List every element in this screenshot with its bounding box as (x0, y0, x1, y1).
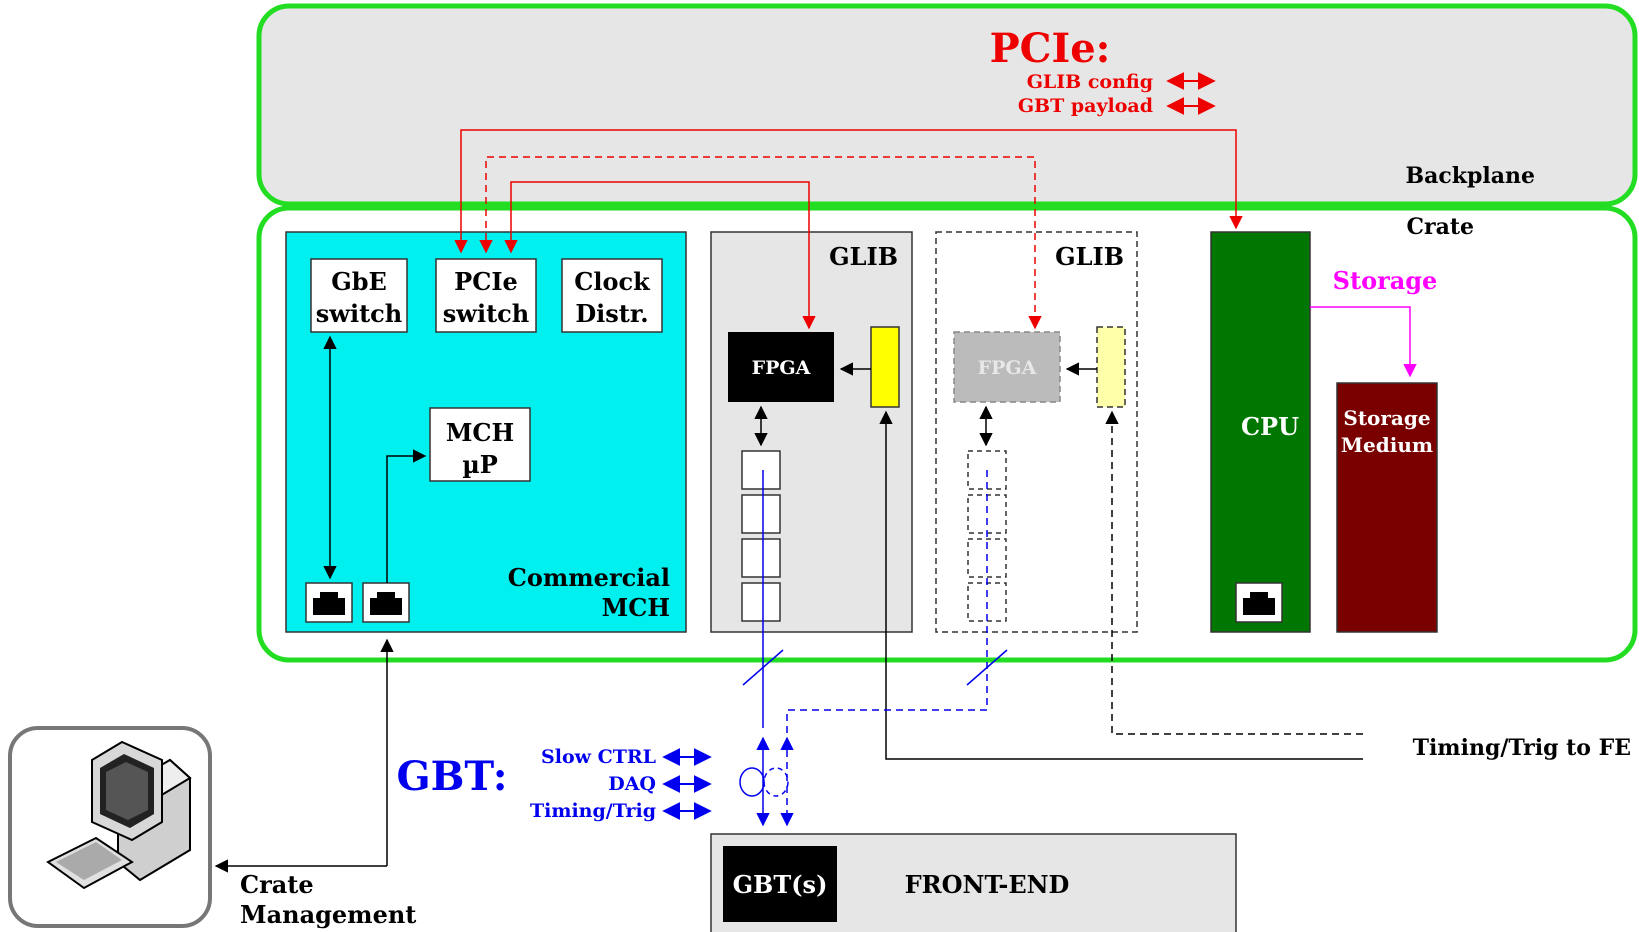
pcie-legend-glib-config: GLIB config (1027, 71, 1153, 93)
computer-icon (10, 728, 210, 926)
clock-distr: Clock Distr. (562, 259, 662, 332)
front-end-label: FRONT-END (905, 870, 1070, 899)
glib-1-fpga-label: FPGA (752, 357, 811, 379)
cpu-label: CPU (1241, 412, 1299, 441)
crate-management: Crate Management (10, 640, 416, 929)
pcie-legend-gbt-payload: GBT payload (1018, 95, 1153, 117)
glib-1-link-slot (742, 583, 780, 621)
ethernet-port-icon (363, 583, 409, 622)
glib-2-label: GLIB (1055, 242, 1124, 271)
mch-label-line1: Commercial (508, 563, 670, 592)
gbt-title: GBT: (396, 753, 507, 800)
mch-microprocessor: MCH µP (430, 408, 530, 481)
backplane-label: Backplane (1406, 163, 1535, 189)
glib-1-link-slot (742, 495, 780, 533)
storage-medium-line1: Storage (1343, 406, 1430, 430)
clock-distr-line2: Distr. (575, 299, 648, 328)
gbe-switch-line2: switch (316, 299, 402, 328)
glib-1-label: GLIB (829, 242, 898, 271)
backplane: Backplane (259, 6, 1635, 204)
pcie-switch-line1: PCIe (454, 267, 518, 296)
pcie-title: PCIe: (990, 25, 1111, 72)
storage-label: Storage (1333, 266, 1438, 295)
crate-mgmt-line2: Management (240, 900, 416, 929)
mch-up-line1: MCH (446, 418, 514, 447)
gbe-switch-line1: GbE (331, 267, 387, 296)
ethernet-port-icon (1236, 583, 1282, 622)
glib-2: GLIB FPGA (936, 232, 1137, 632)
crate-label: Crate (1406, 214, 1474, 240)
storage-medium-line2: Medium (1341, 433, 1433, 457)
mch-up-line2: µP (462, 450, 498, 479)
pcie-switch-line2: switch (443, 299, 529, 328)
fiber-loop (740, 768, 764, 796)
gbt-chip-label: GBT(s) (733, 870, 828, 899)
timing-trig-label: Timing/Trig to FE (1413, 735, 1631, 761)
glib-1-link-slot (742, 451, 780, 489)
front-end: GBT(s) FRONT-END (711, 834, 1236, 932)
fiber-loop (764, 768, 788, 796)
glib-1-link-slot (742, 539, 780, 577)
glib-2-sfp (1097, 327, 1125, 407)
glib-2-fpga-label: FPGA (978, 357, 1037, 379)
mch-label-line2: MCH (602, 593, 670, 622)
ethernet-port-icon (306, 583, 352, 622)
glib-1-sfp (871, 327, 899, 407)
clock-distr-line1: Clock (574, 267, 651, 296)
gbt-legend: GBT: Slow CTRL DAQ Timing/Trig (396, 746, 710, 822)
pcie-switch: PCIe switch (436, 259, 536, 332)
crate-mgmt-line1: Crate (240, 870, 314, 899)
gbt-legend-slow-ctrl: Slow CTRL (541, 746, 656, 768)
commercial-mch: Commercial MCH GbE switch PCIe switch Cl… (286, 232, 686, 632)
gbt-legend-timing: Timing/Trig (530, 800, 656, 822)
gbe-switch: GbE switch (311, 259, 407, 332)
gbt-legend-daq: DAQ (608, 773, 656, 795)
cpu-board: CPU (1211, 232, 1310, 632)
gbt-link-glib-2-route (787, 710, 987, 738)
glib-1: GLIB FPGA (711, 232, 912, 632)
